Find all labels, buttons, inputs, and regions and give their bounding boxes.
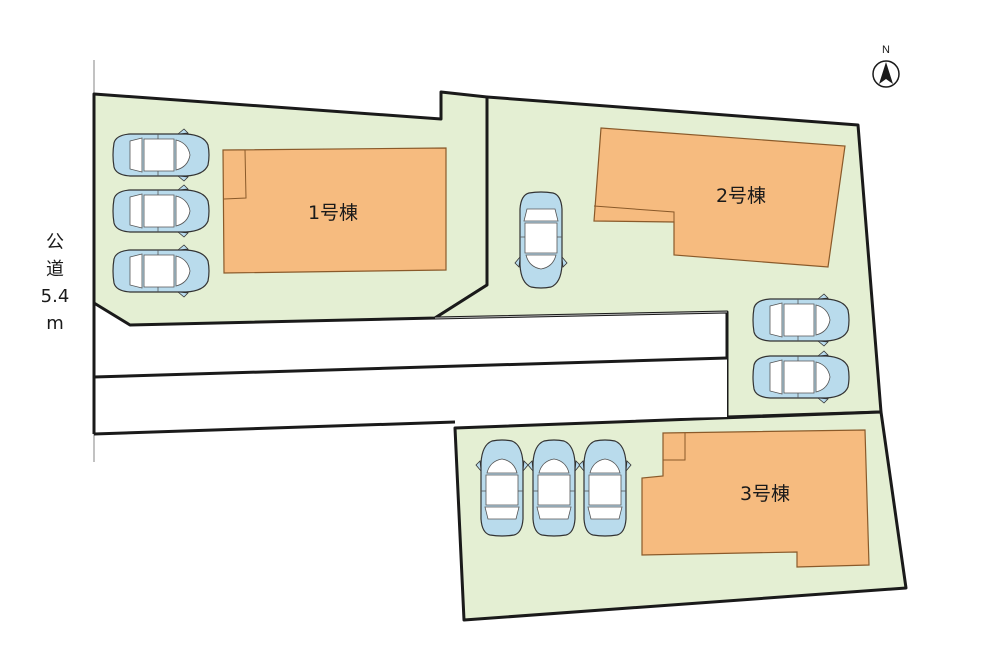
driveway-edge-top [93, 356, 728, 379]
car-icon [475, 439, 529, 537]
road-label-char: 公 [46, 232, 64, 253]
road-label: 公 道 5.4 m [41, 232, 70, 334]
car-icon [752, 293, 850, 347]
building-3: 3号棟 [641, 429, 870, 568]
road-width-unit: m [46, 313, 64, 334]
car-icon [112, 128, 210, 182]
car-icon [112, 244, 210, 298]
lot-2-driveway-edge [434, 311, 728, 319]
north-label: N [882, 44, 890, 56]
car-icon [527, 439, 581, 537]
car-icon [112, 184, 210, 238]
building-1: 1号棟 [222, 147, 447, 274]
building-2: 2号棟 [593, 127, 846, 268]
road-width-value: 5.4 [41, 286, 70, 307]
car-icon [514, 191, 568, 289]
road-label-char: 道 [46, 259, 64, 280]
driveway-edge-bottom [93, 420, 456, 436]
building-2-label: 2号棟 [716, 185, 766, 207]
driveway-area [94, 358, 727, 434]
north-arrow-icon: N [872, 44, 900, 88]
building-3-label: 3号棟 [740, 483, 790, 505]
car-icon [578, 439, 632, 537]
building-1-label: 1号棟 [308, 202, 358, 224]
car-icon [752, 350, 850, 404]
